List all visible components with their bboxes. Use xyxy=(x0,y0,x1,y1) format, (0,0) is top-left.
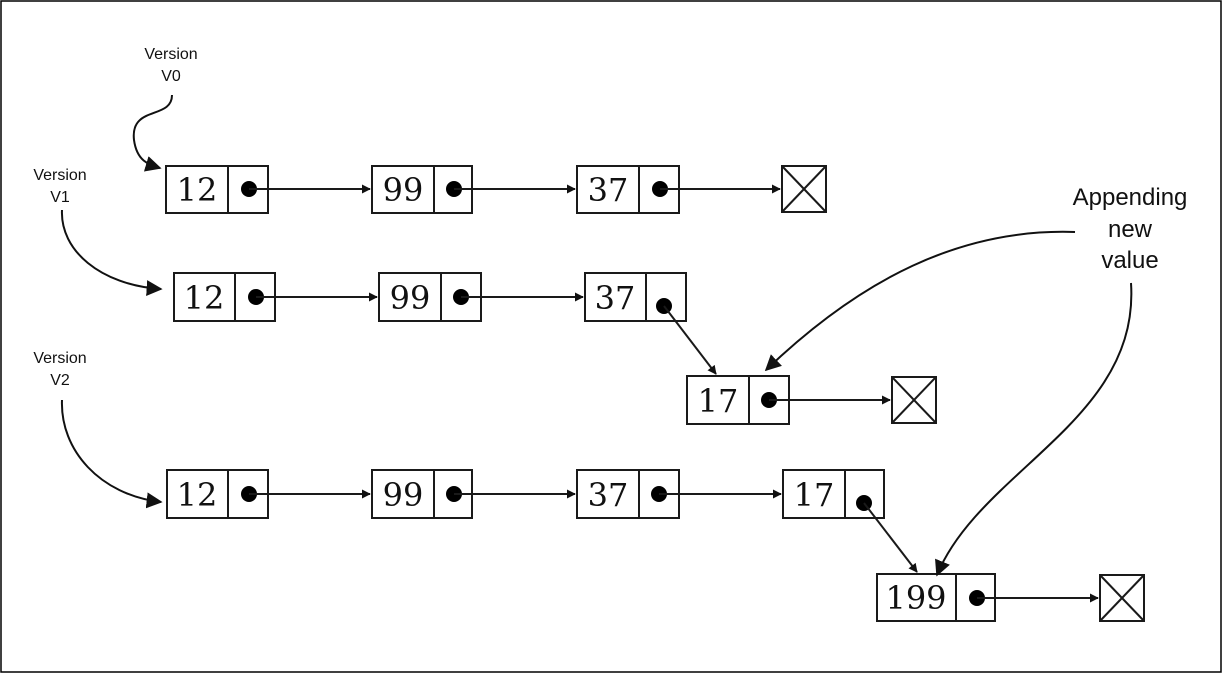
version-v0-label-line1: Version xyxy=(144,46,197,63)
v1-null-terminator xyxy=(891,376,937,424)
value-cell xyxy=(782,469,846,519)
annotation-arrow-to-v2-appended xyxy=(935,282,1133,577)
annotation-line3: value xyxy=(1101,247,1158,274)
value-cell xyxy=(876,573,957,622)
annotation-line2: new xyxy=(1108,216,1153,243)
node-value: 37 xyxy=(588,171,629,209)
null-cross-line xyxy=(1099,574,1145,622)
v1-link-3 xyxy=(663,305,717,375)
version-v2-label-line1: Version xyxy=(33,350,86,367)
node-value: 99 xyxy=(383,171,424,209)
node-value: 199 xyxy=(885,579,946,617)
value-cell xyxy=(686,375,750,425)
annotation-arrow-to-v1-appended xyxy=(764,230,1076,372)
null-cross-line xyxy=(781,165,827,213)
version-v0-label-line2: V0 xyxy=(161,68,181,85)
node-value: 12 xyxy=(177,171,218,209)
v0-null-terminator xyxy=(781,165,827,213)
node-value: 17 xyxy=(794,476,835,514)
value-cell xyxy=(576,469,640,519)
v2-link-4 xyxy=(863,502,918,573)
node-value: 99 xyxy=(383,476,424,514)
version-v2-pointer xyxy=(60,399,163,509)
null-cross-line xyxy=(891,376,937,424)
version-v1-pointer xyxy=(60,209,163,297)
node-value: 12 xyxy=(184,279,225,317)
v0-node-2: 99 xyxy=(371,165,473,214)
node-value: 37 xyxy=(595,279,636,317)
version-v1-label-line1: Version xyxy=(33,167,86,184)
v0-node-1: 12 xyxy=(165,165,269,214)
value-cell xyxy=(371,165,435,214)
annotation-line1: Appending xyxy=(1073,184,1188,211)
pointer-cell xyxy=(645,272,687,322)
node-value: 17 xyxy=(698,382,739,420)
value-cell xyxy=(165,165,229,214)
v0-node-3: 37 xyxy=(576,165,680,214)
value-cell xyxy=(173,272,236,322)
v2-null-terminator xyxy=(1099,574,1145,622)
node-value: 99 xyxy=(390,279,431,317)
v1-node-3: 37 xyxy=(584,272,687,322)
v2-node-1: 12 xyxy=(166,469,269,519)
version-v0-pointer xyxy=(132,94,173,172)
version-v2-label-line2: V2 xyxy=(50,372,70,389)
node-value: 37 xyxy=(588,476,629,514)
version-v1-label-line2: V1 xyxy=(50,189,70,206)
value-cell xyxy=(576,165,640,214)
value-cell xyxy=(584,272,647,322)
node-value: 12 xyxy=(177,476,218,514)
